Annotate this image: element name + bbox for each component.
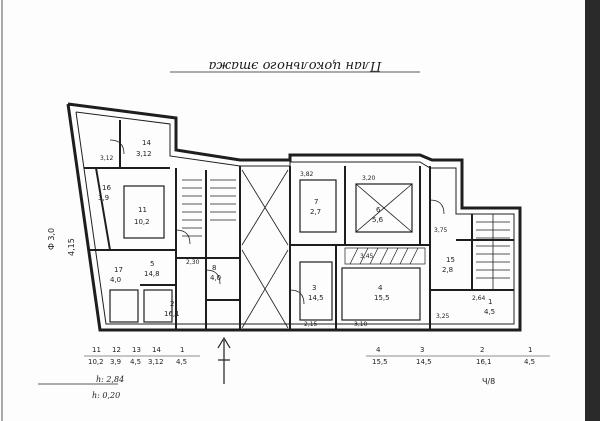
room-area: 10,2 [134, 218, 150, 226]
legend-cell: 14,5 [416, 358, 432, 366]
room-number: 15 [446, 256, 455, 264]
room-number: 11 [138, 206, 147, 214]
room-number: 3 [312, 284, 316, 292]
staircase-right [476, 214, 510, 290]
room-area: 3,12 [136, 150, 152, 158]
room-number: 17 [114, 266, 123, 274]
dimension-label: 2,15 [304, 321, 318, 328]
legend-cell: 12 [112, 346, 121, 354]
outer-walls-inner [75, 111, 515, 325]
room-area: 14,5 [308, 294, 324, 302]
inner-room-frames [109, 179, 421, 323]
room-number: 16 [102, 184, 111, 192]
door-swings [109, 139, 445, 305]
room-area: 4,5 [484, 308, 495, 316]
room-area: 16,1 [164, 310, 180, 318]
outer-walls [66, 102, 522, 332]
scale-line: h: 0,20 [92, 391, 120, 400]
room-number: 6 [376, 206, 381, 214]
legend-cell: 14 [152, 346, 161, 354]
legend-cell: 3 [420, 346, 424, 354]
legend-cell: 16,1 [476, 358, 492, 366]
dimension-label: 3,20 [362, 175, 376, 182]
shaft-crosses [241, 169, 413, 329]
legend-cell: 15,5 [372, 358, 388, 366]
dimension-label: 3,75 [434, 227, 448, 234]
stamp-mark: Ч/8 [482, 377, 495, 386]
legend-cell: 2 [480, 346, 484, 354]
room-area: 3,9 [98, 194, 109, 202]
room-area: 15,5 [374, 294, 390, 302]
dimension-label: 2,64 [472, 295, 486, 302]
side-note-left: Ф 3,0 [47, 228, 56, 250]
room-area: 5,6 [372, 216, 384, 224]
legend-left: 11 10,2 12 3,9 13 4,5 14 3,12 1 4,5 [88, 346, 187, 366]
legend-cell: 11 [92, 346, 101, 354]
legend-cell: 1 [528, 346, 532, 354]
legend-cell: 4,5 [524, 358, 535, 366]
room-area: 4,0 [210, 274, 221, 282]
room-labels: 14 3,12 11 10,2 5 14,8 2 16,1 8 4,0 7 2,… [98, 139, 495, 318]
dimension-labels: 3,82 3,20 3,10 2,15 3,25 2,64 3,45 2,30 … [100, 155, 486, 328]
legend-cell: 3,9 [110, 358, 121, 366]
dimension-label: 3,25 [436, 313, 450, 320]
legend-right: 4 15,5 3 14,5 2 16,1 1 4,5 [372, 346, 535, 366]
legend-cell: 10,2 [88, 358, 104, 366]
legend-cell: 4 [376, 346, 381, 354]
interior-walls [84, 120, 514, 330]
side-note-right: 4,15 [67, 238, 76, 256]
room-number: 14 [142, 139, 151, 147]
dimension-label: 2,30 [186, 259, 200, 266]
scale-line: h: 2,84 [96, 375, 124, 384]
room-number: 2 [170, 300, 174, 308]
legend-cell: 4,5 [176, 358, 187, 366]
room-area: 2,8 [442, 266, 453, 274]
legend-cell: 4,5 [130, 358, 141, 366]
room-number: 5 [150, 260, 154, 268]
scan-edge [585, 0, 600, 421]
dimension-label: 3,10 [354, 321, 368, 328]
room-number: 8 [212, 264, 216, 272]
staircase-left [182, 179, 236, 237]
room-number: 4 [378, 284, 383, 292]
room-number: 7 [314, 198, 318, 206]
room-area: 2,7 [310, 208, 321, 216]
plan-title: План цокольного этажа [209, 58, 383, 73]
dimension-label: 3,12 [100, 155, 114, 162]
entrance-arrow-icon [217, 336, 231, 384]
room-area: 4,0 [110, 276, 121, 284]
legend-cell: 3,12 [148, 358, 164, 366]
room-number: 1 [488, 298, 492, 306]
room-area: 14,8 [144, 270, 160, 278]
legend-cell: 1 [180, 346, 184, 354]
dimension-label: 3,82 [300, 171, 314, 178]
dimension-label: 3,45 [360, 253, 374, 260]
hatched-strip [344, 247, 426, 265]
legend-cell: 13 [132, 346, 141, 354]
scale-notes: h: 2,84 h: 0,20 [38, 375, 124, 400]
